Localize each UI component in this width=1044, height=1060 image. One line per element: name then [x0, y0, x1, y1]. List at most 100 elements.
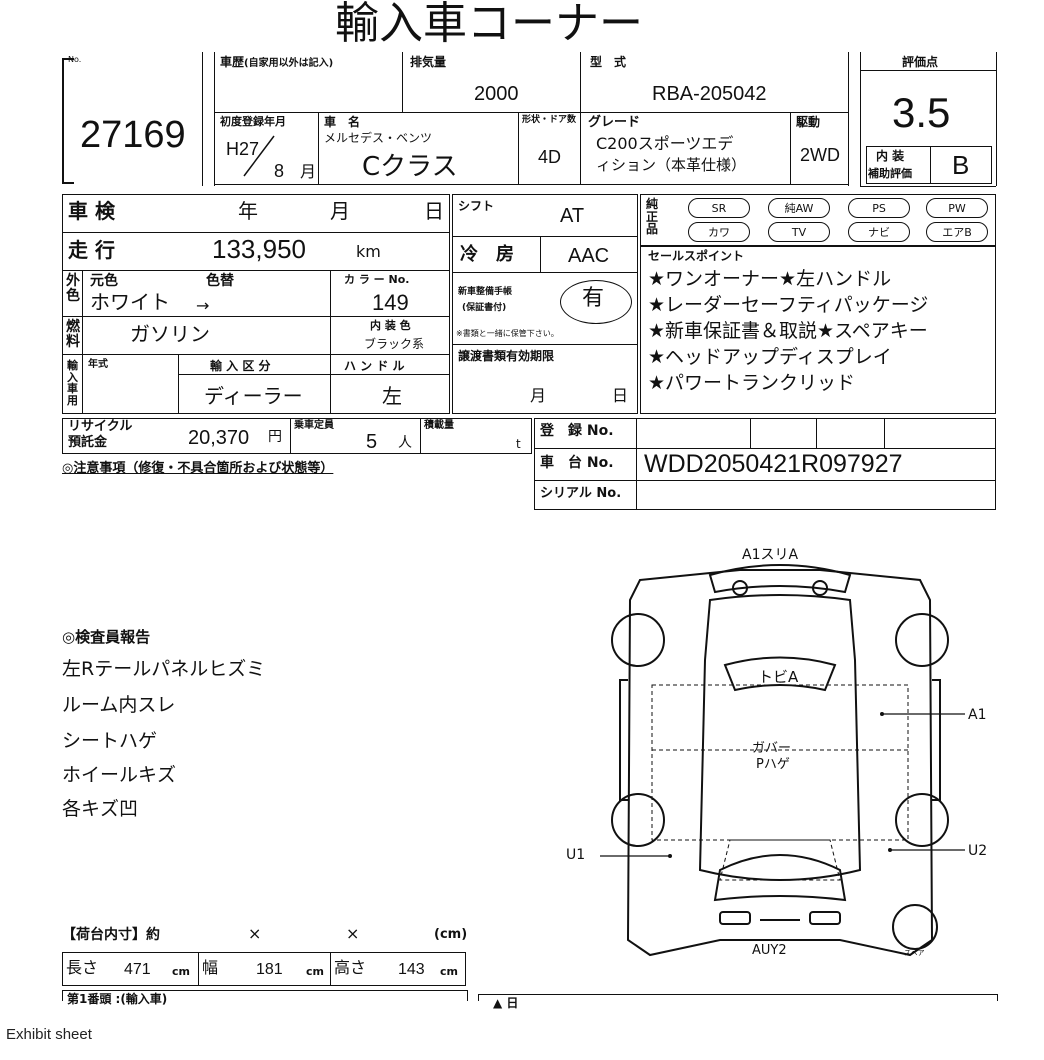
- grade-label: グレード: [588, 115, 641, 130]
- shift-block: [452, 194, 638, 414]
- car-damage-diagram: [600, 564, 965, 957]
- inspection-month: 月: [330, 199, 350, 223]
- inspection-label: 車 検: [68, 199, 115, 223]
- mileage-label: 走 行: [68, 238, 115, 262]
- first-reg-month: 8: [274, 161, 285, 181]
- color-code-value: 149: [372, 290, 409, 315]
- int-color-value: ブラック系: [364, 337, 425, 351]
- displacement-label: 排気量: [410, 55, 447, 69]
- lot-bracket: [62, 58, 74, 184]
- color-orig-value: ホワイト: [90, 290, 170, 314]
- aircon-label: 冷 房: [460, 244, 514, 265]
- score-value: 3.5: [892, 89, 951, 136]
- interior-grade-value: B: [952, 150, 970, 180]
- fuel-side-label: 燃料: [66, 319, 80, 351]
- load-unit: t: [516, 437, 521, 451]
- inspector-line: シートハゲ: [62, 730, 158, 752]
- sales-point-line: ★ヘッドアップディスプレイ: [648, 346, 892, 368]
- grade-line2: ィション（本革仕様）: [596, 156, 747, 174]
- capacity-label: 乗車定員: [294, 420, 334, 431]
- first-reg-year: H27: [226, 139, 260, 159]
- cargo-table: [62, 952, 466, 986]
- option-pw: PW: [926, 198, 988, 218]
- warranty-circle: [560, 280, 632, 324]
- doors-label: 形状・ドア数: [522, 115, 577, 125]
- first-reg-month-unit: 月: [300, 162, 317, 181]
- warranty-label1: 新車整備手帳: [458, 287, 513, 297]
- notes-label: ◎注意事項（修復・不具合箇所および状態等）: [62, 461, 334, 476]
- diagram-label-bottom: AUY2: [752, 943, 787, 958]
- inspector-line: ホイールキズ: [62, 764, 177, 786]
- warranty-label2: (保証書付): [462, 303, 507, 313]
- interior-grade-label2: 補助評価: [868, 167, 912, 180]
- cargo-cm: cm: [306, 965, 324, 978]
- inspector-line: ルーム内スレ: [62, 694, 176, 716]
- option-ps: PS: [848, 198, 910, 218]
- color-side-label: 外色: [66, 273, 80, 305]
- drive-value: 2WD: [800, 145, 840, 165]
- recycle-row: [62, 418, 532, 454]
- transfer-day: 日: [612, 386, 629, 405]
- option-leather: カワ: [688, 222, 750, 242]
- option-airbag: エアB: [926, 222, 988, 242]
- option-aw: 純AW: [768, 198, 830, 218]
- color-arrow: →: [196, 296, 210, 315]
- sales-point-line: ★レーダーセーフティパッケージ: [648, 294, 929, 316]
- warranty-value: 有: [582, 286, 605, 311]
- cargo-height: 143: [398, 961, 425, 978]
- fuel-value: ガソリン: [130, 322, 210, 346]
- sales-point-block: [640, 246, 996, 414]
- transfer-label: 譲渡書類有効期限: [458, 349, 555, 363]
- car-name-value: Cクラス: [362, 152, 458, 182]
- cargo-unit: (cm): [434, 927, 468, 942]
- option-navi: ナビ: [848, 222, 910, 242]
- car-name-label: 車 名: [324, 115, 361, 129]
- handle-value: 左: [382, 384, 402, 408]
- import-kind-value: ディーラー: [204, 384, 303, 408]
- model-value: RBA-205042: [652, 83, 767, 105]
- import-year-label: 年式: [88, 359, 108, 370]
- cargo-height-label: 高さ: [334, 958, 367, 977]
- grade-line1: C200スポーツエデ: [596, 134, 734, 153]
- cargo-width: 181: [256, 961, 283, 978]
- cargo-x1: ×: [248, 924, 262, 943]
- option-sr: SR: [688, 198, 750, 218]
- top-frame-left: [202, 52, 203, 186]
- doors-value: 4D: [538, 147, 562, 167]
- mileage-unit: km: [356, 242, 381, 261]
- diagram-label-left1: U1: [566, 847, 586, 863]
- drive-label: 駆動: [796, 115, 821, 129]
- inspector-line: 各キズ凹: [62, 798, 139, 820]
- inspection-year: 年: [238, 199, 258, 223]
- cargo-x2: ×: [346, 924, 360, 943]
- recycle-label1: リサイクル: [68, 419, 133, 434]
- caption: Exhibit sheet: [6, 1026, 92, 1043]
- diagram-label-center2: Pハゲ: [756, 757, 790, 772]
- interior-grade-box: [866, 146, 992, 184]
- mileage-value: 133,950: [212, 234, 306, 264]
- diagram-label-spare: スペア: [904, 949, 925, 957]
- diagram-label-roof: トビA: [758, 668, 799, 686]
- color-orig-label: 元色: [90, 273, 118, 289]
- registration-table: [534, 418, 996, 510]
- displacement-value: 2000: [474, 83, 519, 105]
- sales-point-line: ★新車保証書＆取説★スペアキー: [648, 320, 928, 342]
- recycle-unit: 円: [268, 429, 282, 445]
- sales-point-line: ★ワンオーナー★左ハンドル: [648, 268, 892, 290]
- diagram-label-top: A1スリA: [742, 547, 799, 563]
- import-side-label: 輸入車用: [67, 359, 78, 407]
- shift-value: AT: [560, 205, 585, 227]
- warranty-note: ※書類と一緒に保管下さい。: [456, 329, 559, 338]
- capacity-unit: 人: [398, 435, 412, 451]
- sales-point-line: ★パワートランクリッド: [648, 372, 856, 394]
- bottom-cut-row: 第1番頭 :(輸入車): [62, 990, 468, 1005]
- capacity-value: 5: [366, 431, 378, 453]
- option-tv: TV: [768, 222, 830, 242]
- color-change-label: 色替: [206, 273, 234, 289]
- right-cut-text: ▲ 日: [493, 996, 519, 1010]
- score-label: 評価点: [902, 55, 939, 69]
- interior-grade-label1: 内 装: [876, 149, 905, 163]
- page-title: 輸入車コーナー: [335, 0, 643, 49]
- transfer-month: 月: [530, 386, 547, 405]
- diagram-label-center1: ガバー: [752, 741, 792, 756]
